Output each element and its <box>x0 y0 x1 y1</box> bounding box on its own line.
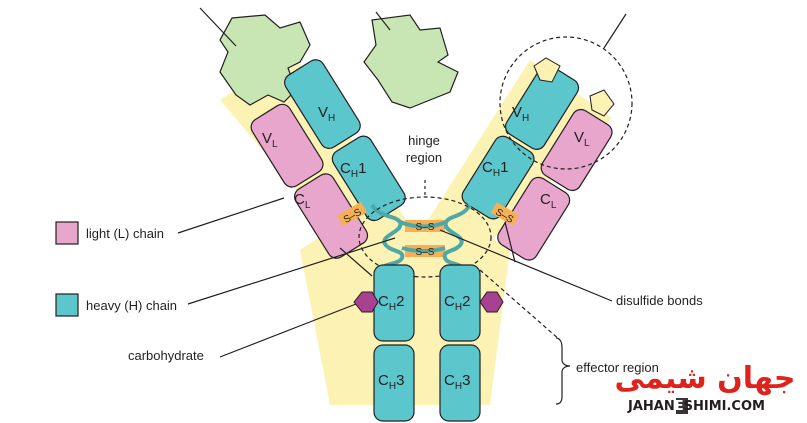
watermark-e-box <box>676 398 688 414</box>
svg-text:VL: VL <box>574 129 590 149</box>
right-ch3-domain <box>439 344 481 422</box>
label-right-ch3: CH3 <box>444 372 470 392</box>
watermark-arabic: جهان شیمی <box>615 361 796 396</box>
left-vh-domain <box>284 59 361 149</box>
hinge-chain-left <box>370 203 405 273</box>
legend-heavy-label: heavy (H) chain <box>86 298 177 313</box>
left-ch1-domain <box>331 135 406 222</box>
label-left-cl: CL <box>294 191 311 211</box>
leader-light-chain <box>177 197 285 234</box>
effector-bracket <box>555 337 571 405</box>
legend-heavy-swatch <box>55 293 79 317</box>
label-right-ch2: CH2 <box>444 293 470 313</box>
binding-site-outline <box>499 36 633 170</box>
legend-light-label: light (L) chain <box>86 226 164 241</box>
leader-top-mid <box>375 11 391 31</box>
svg-text:CL: CL <box>294 191 311 211</box>
svg-text:CL: CL <box>540 191 557 211</box>
leader-effector <box>479 269 561 341</box>
hinge-chain-top <box>399 220 447 229</box>
top-antigen-shape <box>363 14 459 109</box>
svg-text:CH2: CH2 <box>444 293 470 313</box>
svg-text:CH1: CH1 <box>482 159 508 179</box>
leader-top-right <box>603 13 627 49</box>
leader-heavy-chain-2 <box>339 247 373 277</box>
hinge-chain-right <box>442 203 472 273</box>
svg-text:VH: VH <box>512 104 529 124</box>
leader-heavy-chain <box>187 237 396 305</box>
leader-disulfide-2 <box>504 221 516 263</box>
label-right-cl: CL <box>540 191 557 211</box>
hinge-label-line1: hinge <box>408 133 440 148</box>
svg-text:CH2: CH2 <box>378 293 404 313</box>
label-left-vl: VL <box>262 130 278 150</box>
watermark-url: JAHANESHIMI.COM <box>627 399 765 414</box>
label-right-vh: VH <box>512 104 529 124</box>
leader-carbohydrate <box>219 303 357 358</box>
svg-text:CH3: CH3 <box>444 372 470 392</box>
carbohydrate-left <box>353 291 379 313</box>
label-left-ch3: CH3 <box>378 372 404 392</box>
right-vh-binding-notch <box>533 57 561 83</box>
label-left-ch1: CH1 <box>340 160 366 180</box>
label-left-vh: VH <box>318 104 335 124</box>
right-vl-binding-notch <box>589 89 615 117</box>
label-left-ch2: CH2 <box>378 293 404 313</box>
hinge-chain-mid <box>401 246 446 253</box>
hinge-label-line2: region <box>406 150 442 165</box>
carbohydrate-label: carbohydrate <box>128 348 204 363</box>
svg-text:CH1: CH1 <box>340 160 366 180</box>
svg-text:VL: VL <box>262 130 278 150</box>
label-right-ch1: CH1 <box>482 159 508 179</box>
right-disulfide-bar <box>490 202 520 226</box>
right-vh-domain <box>504 64 580 150</box>
disulfide-label: disulfide bonds <box>616 293 703 308</box>
hinge-region-outline <box>358 196 492 278</box>
leader-disulfide <box>439 229 613 302</box>
watermark-logo: جهان شیمی <box>615 361 796 414</box>
left-ch3-domain <box>373 344 415 422</box>
left-cl-domain <box>293 173 369 259</box>
svg-text:VH: VH <box>318 104 335 124</box>
right-ch2-domain <box>439 264 481 342</box>
hinge-ss-bottom: S–S <box>416 247 435 258</box>
legend-light-swatch <box>55 221 79 245</box>
left-disulfide-bar <box>336 201 368 227</box>
right-ch1-domain <box>461 135 535 220</box>
left-vl-domain <box>250 103 324 188</box>
carbohydrate-right <box>479 291 504 313</box>
leader-top-left <box>199 7 237 47</box>
hinge-ss-top: S–S <box>416 222 435 233</box>
label-right-vl: VL <box>574 129 590 149</box>
svg-text:CH3: CH3 <box>378 372 404 392</box>
effector-label: effector region <box>576 360 659 375</box>
